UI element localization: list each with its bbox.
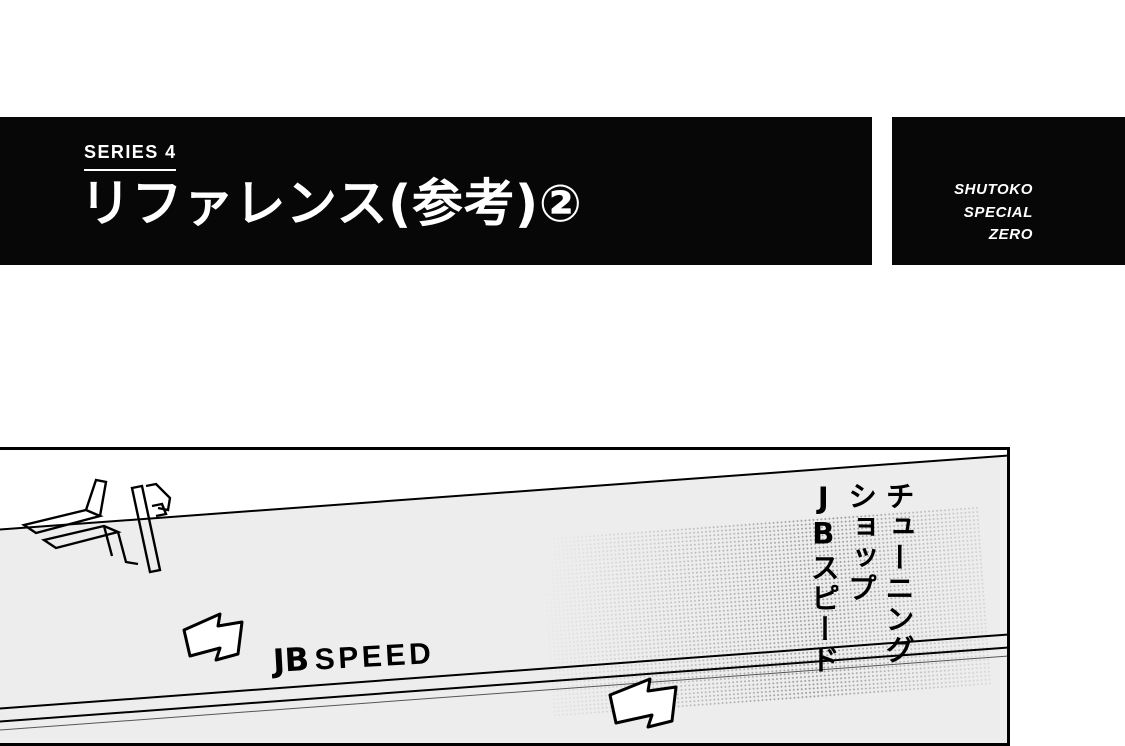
page-title: リファレンス(参考)② xyxy=(80,175,583,234)
corner-badge-line-3: ZERO xyxy=(988,226,1033,243)
series-label: SERIES 4 xyxy=(84,142,177,162)
road-arrow-icon-2 xyxy=(608,677,678,729)
corner-badge-text: SHUTOKO SPECIAL ZERO xyxy=(954,179,1033,247)
road-arrow-icon-1 xyxy=(182,612,244,662)
corner-badge-line-2: SPECIAL xyxy=(963,203,1033,221)
ground-brand-speed: SPEED xyxy=(313,636,436,677)
guardrail-sketch-icon xyxy=(21,478,172,574)
vertical-caption-col-3: JBスピード xyxy=(806,481,841,676)
ground-brand-jb: JB xyxy=(272,640,310,680)
corner-badge-line-1: SHUTOKO xyxy=(954,181,1033,198)
header-bar: SERIES 4 リファレンス(参考)② xyxy=(0,117,872,265)
corner-badge: SHUTOKO SPECIAL ZERO xyxy=(892,117,1125,265)
vertical-caption-col-1: チューニング xyxy=(881,481,915,666)
series-label-underline xyxy=(84,169,176,171)
vertical-caption-col-2: ショップ xyxy=(843,481,878,604)
vertical-caption: チューニング ショップ JBスピード xyxy=(805,481,915,675)
